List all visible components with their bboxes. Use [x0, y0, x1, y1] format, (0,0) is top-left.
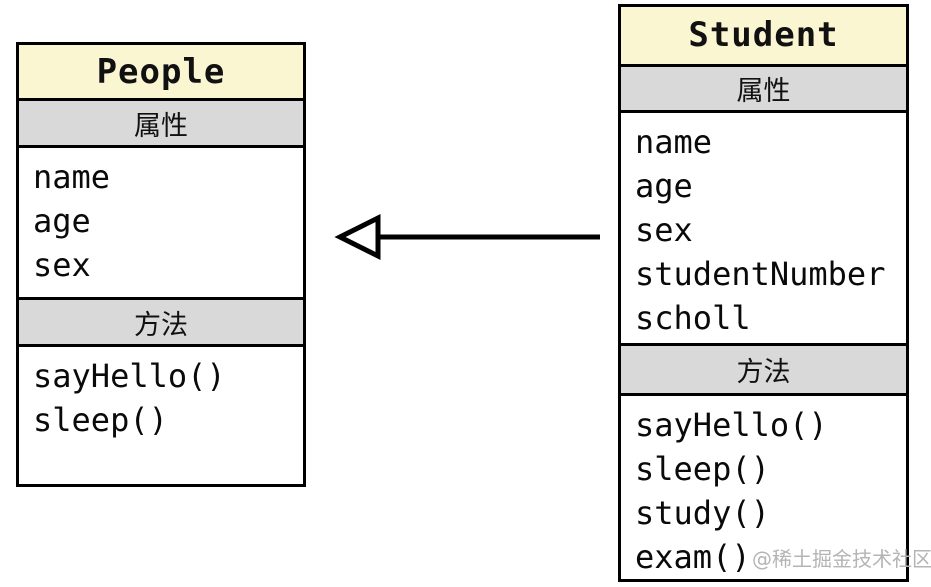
- attribute-item: name: [635, 123, 713, 162]
- methods-section-label: 方法: [621, 346, 906, 396]
- class-box-people: People 属性 name age sex 方法 sayHello() sle…: [16, 42, 306, 487]
- attribute-item: sex: [33, 246, 91, 284]
- method-item: sleep(): [635, 450, 770, 488]
- attribute-item: name: [33, 158, 111, 196]
- attribute-item: scholl: [635, 299, 751, 338]
- inheritance-arrow: [334, 213, 600, 261]
- method-item: study(): [635, 494, 770, 532]
- class-title-people: People: [19, 45, 303, 101]
- attributes-list: name age sex: [19, 148, 303, 300]
- attributes-section-label: 属性: [19, 101, 303, 148]
- method-item: sleep(): [33, 401, 168, 439]
- methods-list: sayHello() sleep(): [19, 347, 303, 484]
- class-title-student: Student: [621, 7, 906, 67]
- method-item: sayHello(): [635, 406, 828, 444]
- methods-section-label: 方法: [19, 300, 303, 347]
- attributes-section-label: 属性: [621, 66, 906, 114]
- attribute-item: age: [33, 202, 91, 240]
- attribute-item: age: [635, 167, 693, 206]
- attribute-item: studentNumber: [635, 255, 886, 294]
- watermark: @稀土掘金技术社区: [752, 547, 931, 571]
- methods-list: sayHello() sleep() study() exam(): [621, 396, 906, 579]
- method-item: sayHello(): [33, 357, 226, 395]
- attribute-item: sex: [635, 211, 693, 250]
- class-box-student: Student 属性 name age sex studentNumber sc…: [618, 4, 909, 582]
- hollow-triangle-arrowhead-icon: [334, 213, 381, 261]
- method-item: exam(): [635, 538, 751, 576]
- attributes-list: name age sex studentNumber scholl: [621, 113, 906, 347]
